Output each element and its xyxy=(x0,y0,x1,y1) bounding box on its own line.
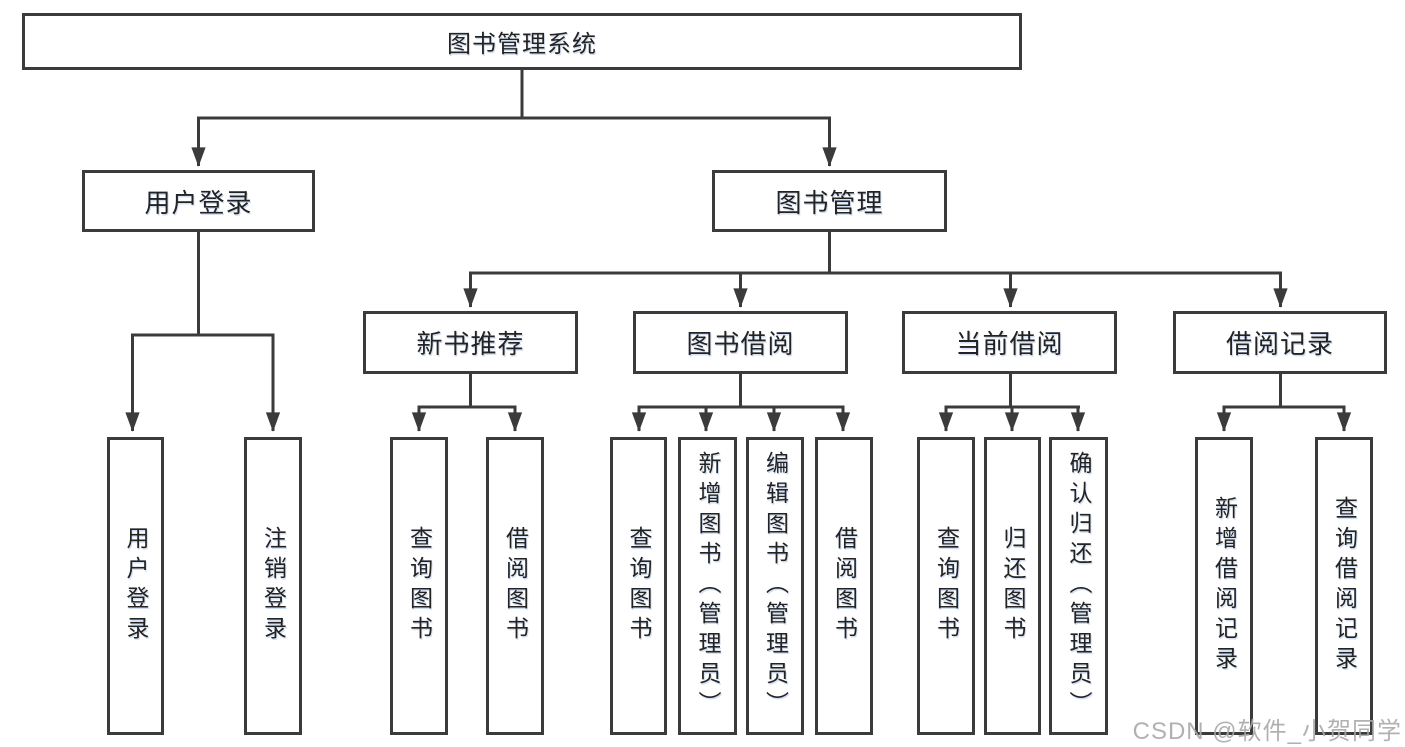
leaf-add-borrow-record: 新增借阅记录 xyxy=(1195,437,1253,735)
node-current-borrowing: 当前借阅 xyxy=(902,311,1117,374)
leaf-edit-books-admin: 编辑图书（管理员） xyxy=(746,437,804,735)
node-borrowing-records: 借阅记录 xyxy=(1173,311,1387,374)
leaf-borrow-books-recommend: 借阅图书 xyxy=(486,437,544,735)
leaf-borrow-books: 借阅图书 xyxy=(815,437,873,735)
node-user-login: 用户登录 xyxy=(82,170,315,232)
csdn-watermark: CSDN @软件_小贺同学 xyxy=(1132,718,1402,745)
node-new-book-recommend: 新书推荐 xyxy=(363,311,578,374)
leaf-query-books-current: 查询图书 xyxy=(917,437,975,735)
node-book-borrowing: 图书借阅 xyxy=(633,311,848,374)
leaf-add-books-admin: 新增图书（管理员） xyxy=(678,437,737,735)
node-library-management-system: 图书管理系统 xyxy=(22,13,1022,70)
leaf-query-books-borrow: 查询图书 xyxy=(610,437,667,735)
leaf-query-borrow-record: 查询借阅记录 xyxy=(1315,437,1373,735)
leaf-logout: 注销登录 xyxy=(244,437,302,735)
leaf-query-books-recommend: 查询图书 xyxy=(390,437,448,735)
node-book-management: 图书管理 xyxy=(712,170,947,232)
leaf-user-login: 用户登录 xyxy=(107,437,164,735)
leaf-confirm-return-admin: 确认归还（管理员） xyxy=(1049,437,1108,735)
leaf-return-books: 归还图书 xyxy=(984,437,1041,735)
